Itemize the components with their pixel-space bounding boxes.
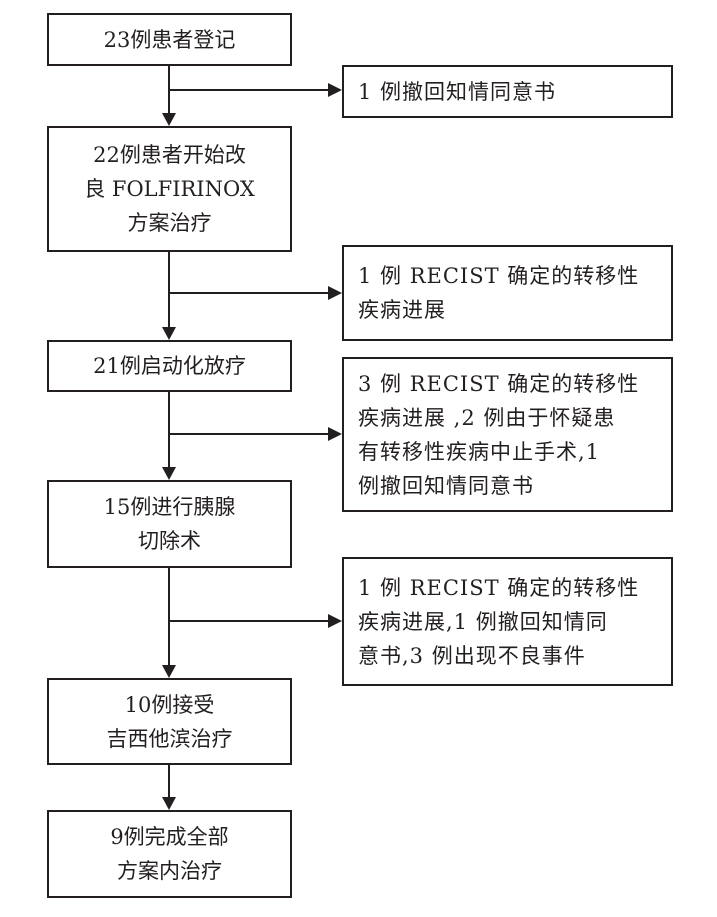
exclusion-text: 1 例 RECIST 确定的转移性	[358, 575, 640, 600]
step-text: 23例患者登记	[103, 27, 236, 52]
exclusion-1: 1 例撤回知情同意书	[342, 65, 673, 118]
exclusion-text: 有转移性疾病中止手术,1	[358, 439, 601, 464]
arrow-down-icon	[162, 467, 176, 480]
step-chemoradiation: 21例启动化放疗	[47, 340, 292, 392]
step-text: 22例患者开始改	[93, 143, 246, 167]
step-text: 吉西他滨治疗	[106, 726, 233, 751]
step-pancreatectomy: 15例进行胰腺 切除术	[47, 480, 292, 568]
exclusion-text: 例撤回知情同意书	[358, 473, 534, 498]
arrow-down-icon	[162, 113, 176, 126]
exclusion-text: 1 例撤回知情同意书	[358, 79, 557, 104]
exclusion-text: 意书,3 例出现不良事件	[358, 643, 586, 668]
arrow-right-icon	[328, 286, 342, 300]
step-text: 15例进行胰腺	[103, 495, 236, 519]
step-text: 方案治疗	[127, 211, 212, 235]
exclusion-text: 疾病进展,1 例撤回知情同	[358, 609, 608, 634]
step-text: 良 FOLFIRINOX	[84, 177, 255, 201]
arrow-down-icon	[162, 665, 176, 678]
arrow-right-icon	[328, 427, 342, 441]
step-registered: 23例患者登记	[47, 13, 292, 66]
step-gemcitabine: 10例接受 吉西他滨治疗	[47, 678, 292, 765]
step-text: 10例接受	[124, 692, 215, 717]
step-text: 9例完成全部	[110, 825, 229, 849]
exclusion-text: 疾病进展 ,2 例由于怀疑患	[358, 405, 616, 430]
exclusion-text: 疾病进展	[358, 298, 446, 322]
exclusion-text: 1 例 RECIST 确定的转移性	[358, 264, 640, 288]
exclusion-4: 1 例 RECIST 确定的转移性 疾病进展,1 例撤回知情同 意书,3 例出现…	[342, 557, 673, 686]
exclusion-3: 3 例 RECIST 确定的转移性 疾病进展 ,2 例由于怀疑患 有转移性疾病中…	[342, 357, 673, 512]
step-text: 方案内治疗	[117, 859, 222, 883]
arrow-right-icon	[328, 614, 342, 628]
arrow-down-icon	[162, 327, 176, 340]
exclusion-2: 1 例 RECIST 确定的转移性 疾病进展	[342, 245, 673, 341]
arrow-down-icon	[162, 797, 176, 810]
step-text: 切除术	[138, 529, 201, 553]
exclusion-text: 3 例 RECIST 确定的转移性	[358, 371, 640, 396]
arrow-right-icon	[328, 83, 342, 97]
step-text: 21例启动化放疗	[93, 354, 246, 378]
step-started-mfolfirinox: 22例患者开始改 良 FOLFIRINOX 方案治疗	[47, 126, 292, 252]
step-completed: 9例完成全部 方案内治疗	[47, 810, 292, 898]
